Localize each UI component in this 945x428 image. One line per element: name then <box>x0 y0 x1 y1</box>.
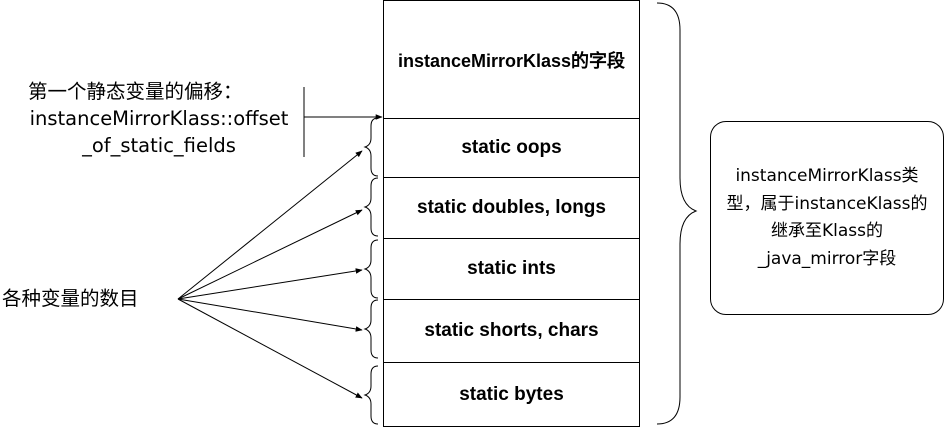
static-oops-block: static oops <box>383 118 640 178</box>
type-note-line3: 继承至Klass的 <box>770 221 883 241</box>
brace-static-oops <box>363 117 379 177</box>
count-label: 各种变量的数目 <box>2 285 139 312</box>
count-arrow-shorts <box>177 298 363 332</box>
type-note-box: instanceMirrorKlass类 型，属于instanceKlass的 … <box>710 121 944 315</box>
count-arrow-ints <box>177 268 363 300</box>
static-shorts-chars-block: static shorts, chars <box>383 299 640 363</box>
count-arrow-oops <box>177 150 363 300</box>
mirror-fields-block: instanceMirrorKlass的字段 <box>383 0 640 119</box>
type-note-line2: 型，属于instanceKlass的 <box>726 193 928 214</box>
brace-static-bytes <box>363 365 379 425</box>
large-right-brace <box>656 2 698 425</box>
static-ints-label: static ints <box>467 258 556 279</box>
offset-label-line3: _of_static_fields <box>82 134 236 157</box>
brace-static-shorts <box>363 299 379 359</box>
static-bytes-block: static bytes <box>383 362 640 427</box>
static-doubles-longs-block: static doubles, longs <box>383 177 640 239</box>
brace-static-ints <box>363 239 379 299</box>
static-oops-label: static oops <box>461 137 562 158</box>
static-ints-block: static ints <box>383 238 640 300</box>
count-label-text: 各种变量的数目 <box>2 287 139 310</box>
static-shorts-chars-label: static shorts, chars <box>424 320 599 341</box>
static-doubles-longs-label: static doubles, longs <box>417 197 606 218</box>
count-arrow-bytes <box>177 298 363 399</box>
type-note-line4: _java_mirror字段 <box>757 248 897 269</box>
offset-label: 第一个静态变量的偏移： instanceMirrorKlass::offset … <box>20 78 298 159</box>
count-arrow-doubles <box>177 209 363 300</box>
type-note-line1: instanceMirrorKlass类 <box>735 166 919 186</box>
offset-label-line2: instanceMirrorKlass::offset <box>29 107 289 130</box>
static-bytes-label: static bytes <box>459 383 564 405</box>
offset-label-line1: 第一个静态变量的偏移： <box>28 80 243 103</box>
mirror-fields-label: instanceMirrorKlass的字段 <box>397 50 626 71</box>
brace-static-doubles <box>363 177 379 237</box>
